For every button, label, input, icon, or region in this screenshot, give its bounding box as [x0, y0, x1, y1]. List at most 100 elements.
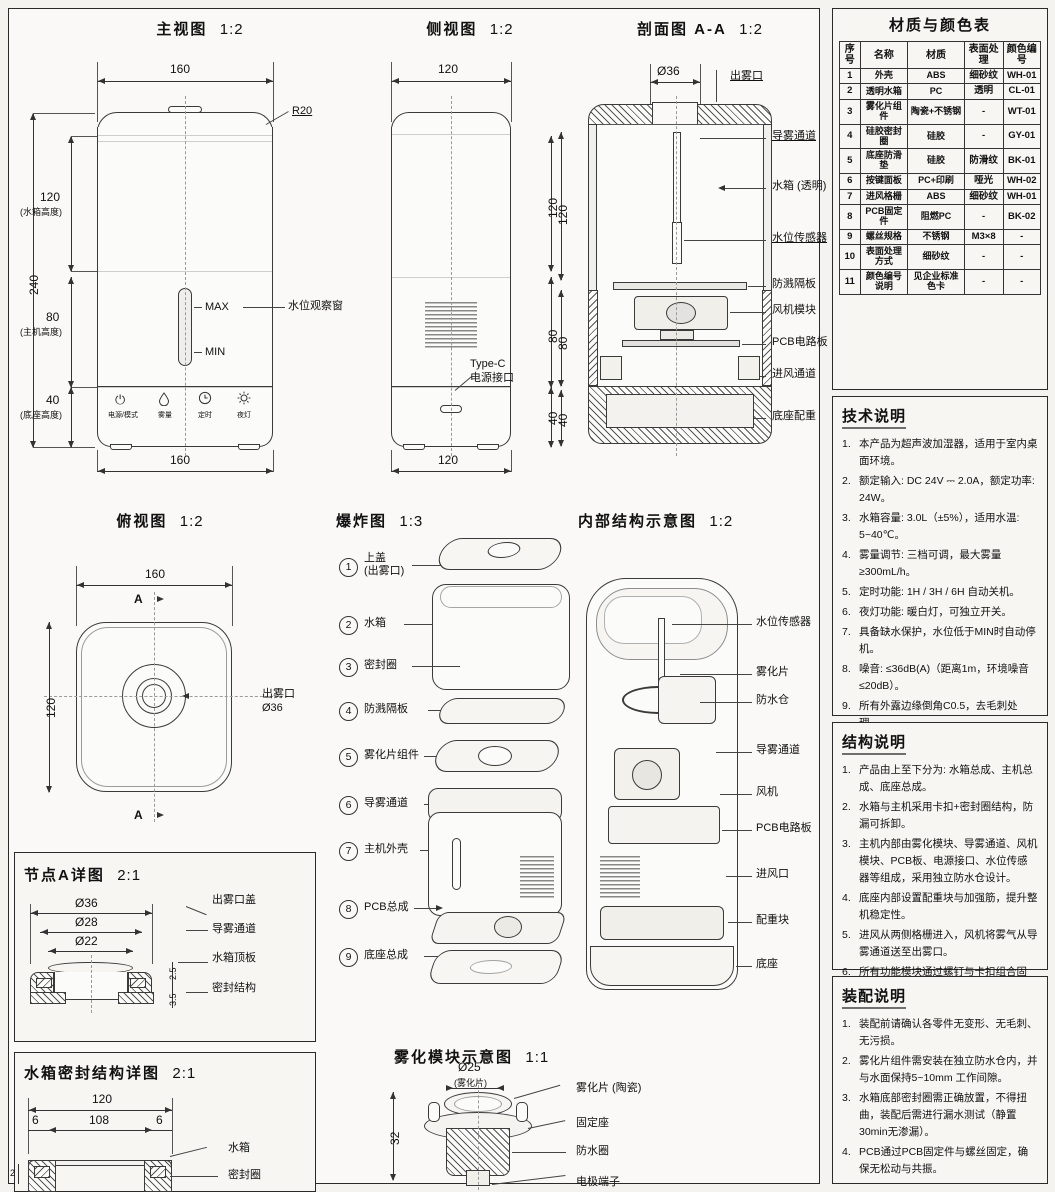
mat-cell-7-1: PCB固定件	[859, 204, 909, 230]
mat-cell-4-1: 底座防滑垫	[859, 148, 909, 175]
mat-cell-0-2: ABS	[907, 67, 965, 85]
exploded-label-9: 底座总成	[364, 949, 408, 961]
internal-callout-7: 进风口	[756, 868, 789, 880]
side-foot-left	[403, 444, 425, 450]
da-dim-28: Ø28	[75, 915, 98, 929]
mat-cell-0-4: WH-01	[1002, 67, 1042, 85]
exploded-num-9: 9	[339, 948, 358, 967]
int-lead-2	[680, 674, 752, 675]
arrow-right	[126, 948, 133, 954]
internal-base	[590, 946, 734, 986]
list-text: 装配前请确认各零件无变形、无毛刺、无污损。	[859, 1018, 1038, 1047]
front-dim-host-80: 80	[46, 310, 60, 324]
arrow-up	[46, 622, 52, 629]
side-dim-120-line	[551, 136, 552, 271]
section-level-sensor	[672, 222, 682, 264]
mat-cell-1-2: PC	[907, 83, 965, 100]
ext-sb-l	[391, 450, 392, 472]
internal-view-title: 内部结构示意图 1:2	[578, 513, 734, 530]
list-number: 7.	[842, 626, 851, 638]
exploded-num-8: 8	[339, 900, 358, 919]
mat-cell-3-2: 硅胶	[907, 123, 965, 150]
list-number: 2.	[842, 801, 851, 813]
arrow-right	[225, 582, 232, 588]
mat-cell-0-1: 外壳	[859, 67, 909, 85]
mat-cell-5-2: PC+印刷	[907, 173, 965, 190]
ds-dim-108: 108	[89, 1113, 110, 1127]
int-lead-4	[716, 752, 752, 753]
ds-lead2	[170, 1176, 218, 1177]
mat-cell-7-4: BK-02	[1002, 204, 1042, 230]
arrow-right	[135, 929, 142, 935]
da-lead4	[186, 992, 208, 993]
list-text: 主机内部由雾化模块、导雾通道、风机模块、PCB板、电源接口、水位传感器等组成，采…	[859, 838, 1038, 884]
top-view-title: 俯视图 1:2	[116, 513, 204, 530]
ds-dim-6r-line	[152, 1130, 172, 1131]
exploded-label-8: PCB总成	[364, 901, 409, 913]
sun-icon[interactable]	[237, 391, 251, 408]
arrow-down	[68, 381, 74, 388]
side-view-title: 侧视图 1:2	[426, 21, 514, 38]
mat-cell-2-1: 雾化片组件	[859, 98, 909, 125]
co-fan-leader	[730, 312, 766, 313]
atom-centerline	[478, 1080, 479, 1190]
power-icon[interactable]: ⏻	[115, 392, 126, 407]
ext-bot160-r	[273, 450, 274, 472]
internal-callout-4: 导雾通道	[756, 744, 800, 756]
arrow-left	[392, 78, 399, 84]
droplet-icon[interactable]	[158, 392, 170, 409]
list-text: 额定输入: DC 24V ⎓ 2.0A，额定功率: 24W。	[859, 475, 1035, 504]
atom-callout-2: 固定座	[576, 1117, 609, 1129]
mat-h-4: 颜色编号	[1002, 41, 1042, 69]
ext-bot160-l	[97, 450, 98, 472]
list-text: 定时功能: 1H / 3H / 6H 自动关机。	[859, 586, 1021, 598]
tech-notes-body: 1.本产品为超声波加湿器，适用于室内桌面环境。2.额定输入: DC 24V ⎓ …	[842, 436, 1038, 752]
mat-cell-10-1: 颜色编号说明	[859, 269, 909, 295]
mat-h-2: 材质	[907, 41, 965, 69]
atom-dim-32: 32	[388, 1131, 402, 1145]
mist-label: 雾量	[158, 412, 172, 419]
ds-seal-right	[150, 1166, 166, 1178]
mat-cell-10-4: -	[1002, 269, 1042, 295]
da-ext-r	[152, 904, 153, 964]
sec-dim-80: 80	[556, 336, 570, 350]
ds-seal-left	[34, 1166, 50, 1178]
mat-cell-7-0: 8	[839, 204, 861, 230]
exploded-label-5: 雾化片组件	[364, 749, 419, 761]
side-dim-bot-line	[391, 471, 511, 472]
assembly-note-item: 4.PCB通过PCB固定件与螺丝固定，确保无松动与共振。	[842, 1144, 1038, 1178]
internal-callout-8: 配重块	[756, 914, 789, 926]
callout-weight: 底座配重	[772, 410, 816, 422]
front-dim-base-40: 40	[46, 393, 60, 407]
da-base-l	[30, 992, 66, 1004]
mat-h-1: 名称	[859, 41, 909, 69]
window-leader	[243, 307, 285, 308]
front-foot-right	[238, 444, 260, 450]
internal-intake-grille	[600, 856, 640, 898]
mat-cell-0-0: 1	[839, 67, 861, 85]
da-lead2	[186, 930, 208, 931]
mat-cell-3-3: -	[963, 123, 1004, 150]
mat-cell-7-3: -	[963, 204, 1004, 230]
section-base-inner	[606, 394, 754, 428]
top-section-mark-a-top: A	[134, 592, 143, 606]
list-text: 本产品为超声波加湿器，适用于室内桌面环境。	[859, 438, 1038, 467]
sec-ext-l	[650, 64, 651, 106]
da-dim28-line	[40, 932, 142, 933]
ext-120-top	[71, 136, 97, 137]
list-text: 水箱底部密封圈需正确放置，不得扭曲，装配后需进行漏水测试（静置30min无渗漏）…	[859, 1092, 1027, 1138]
internal-callout-1: 水位传感器	[756, 616, 811, 628]
ds-dim-6l-line	[28, 1130, 48, 1131]
int-lead-7	[726, 876, 752, 877]
arrow-down	[68, 441, 74, 448]
arrow-left	[49, 1127, 56, 1133]
section-centerline	[676, 96, 677, 456]
arrow-right	[145, 1127, 152, 1133]
exp-part-host-grille	[520, 856, 554, 900]
tech-note-item: 2.额定输入: DC 24V ⎓ 2.0A，额定功率: 24W。	[842, 473, 1038, 507]
front-dim-tank-120: 120	[40, 190, 61, 204]
clock-icon[interactable]	[198, 391, 212, 408]
